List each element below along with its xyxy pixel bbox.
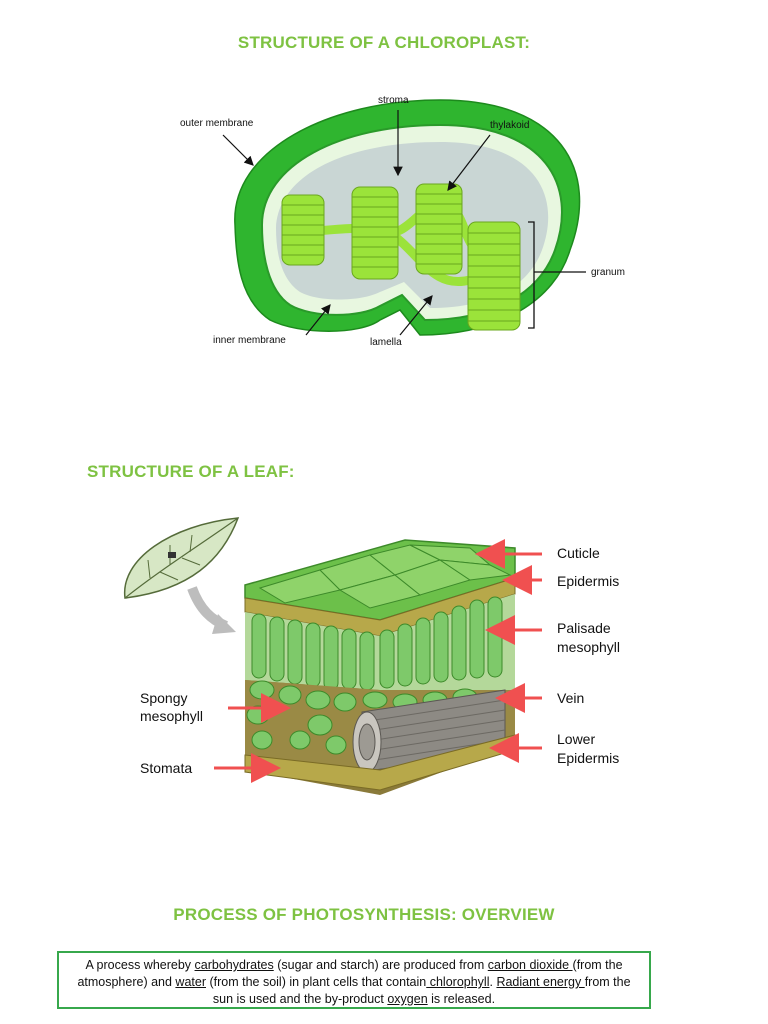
- overview-text: is released.: [427, 992, 496, 1006]
- granum-stack-4: [467, 221, 521, 331]
- label-granum: granum: [591, 267, 625, 278]
- leaf-cross-section: [244, 539, 516, 795]
- label-lower-line1: Lower: [557, 731, 595, 747]
- overview-text: (from the atmosphere) and: [77, 958, 623, 989]
- label-palisade-line2: mesophyll: [557, 639, 620, 655]
- label-outer-membrane: outer membrane: [180, 118, 254, 129]
- label-cuticle: Cuticle: [557, 545, 600, 561]
- overview-text: A process whereby: [85, 958, 195, 972]
- chloroplast-diagram: outer membrane stroma thylakoid granum i…: [180, 95, 625, 348]
- granum-stack-3: [415, 183, 463, 275]
- term-oxygen: oxygen: [387, 992, 428, 1006]
- chloroplast-heading: STRUCTURE OF A CHLOROPLAST:: [237, 33, 531, 52]
- term-carbohydrates: carbohydrates: [194, 958, 274, 972]
- overview-text: (from the soil) in plant cells that cont…: [206, 975, 427, 989]
- granum-stack-1: [281, 194, 325, 266]
- leaf-diagram: Cuticle Epidermis Palisade mesophyll Vei…: [124, 517, 620, 795]
- label-stomata: Stomata: [140, 760, 192, 776]
- term-carbon-dioxide: carbon dioxide: [487, 958, 573, 972]
- label-lamella: lamella: [370, 337, 402, 348]
- term-water: water: [175, 975, 206, 989]
- leaf-heading: STRUCTURE OF A LEAF:: [87, 462, 295, 481]
- label-thylakoid: thylakoid: [490, 120, 529, 131]
- label-inner-membrane: inner membrane: [213, 335, 286, 346]
- overview-text: .: [489, 975, 497, 989]
- term-radiant-energy: Radiant energy: [496, 975, 585, 989]
- label-epidermis: Epidermis: [557, 573, 619, 589]
- overview-text: (sugar and starch) are produced from: [273, 958, 488, 972]
- label-spongy-line2: mesophyll: [140, 708, 203, 724]
- label-stroma: stroma: [378, 95, 409, 106]
- overview-text: from the sun is used and the by-product: [212, 975, 631, 1006]
- label-palisade-line1: Palisade: [557, 620, 611, 636]
- leaf-icon: [124, 517, 240, 599]
- label-vein: Vein: [557, 690, 584, 706]
- term-chlorophyll: chlorophyll: [426, 975, 490, 989]
- granum-stack-2: [351, 186, 399, 280]
- overview-text-box: A process whereby carbohydrates (sugar a…: [57, 951, 651, 1009]
- label-lower-line2: Epidermis: [557, 750, 619, 766]
- label-spongy-line1: Spongy: [140, 690, 187, 706]
- overview-heading: PROCESS OF PHOTOSYNTHESIS: OVERVIEW: [173, 905, 555, 924]
